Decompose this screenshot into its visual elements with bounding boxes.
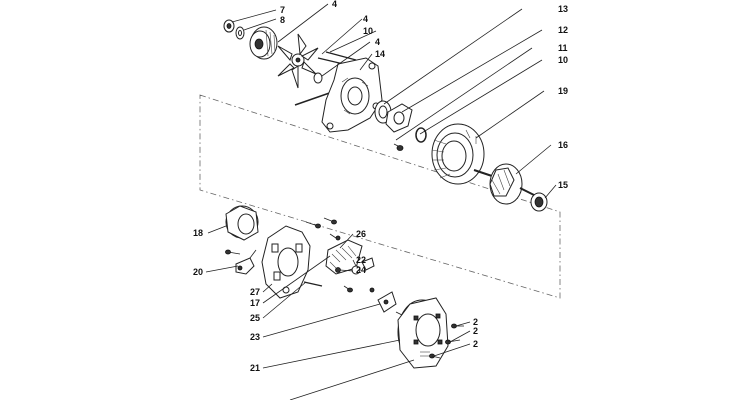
callout-label: 23 [250,332,260,342]
callout-label: 24 [356,265,366,275]
callout-label: 2 [473,339,478,349]
callout-label: 26 [356,229,366,239]
o-ring-part [415,127,427,143]
callout-label: 18 [193,228,203,238]
rear-bearing-part [530,192,548,212]
callout-label: 19 [558,86,568,96]
rear-housing-part [261,225,311,299]
leader-lines [205,3,557,400]
collar-part [225,205,259,241]
terminal-part [235,249,257,275]
nut-part [223,19,235,33]
callout-label: 22 [356,255,366,265]
callout-label: 16 [558,140,568,150]
spacer-ring-part [313,72,323,84]
pulley-part [249,26,278,60]
callout-label: 14 [375,49,385,59]
housing-screws-part [305,217,341,241]
front-housing-part [321,57,383,133]
small-screw-part [393,143,404,151]
stator-part [431,123,485,185]
callout-label: 13 [558,4,568,14]
rotor-part [473,163,537,205]
callout-label: 7 [280,5,285,15]
callout-label: 4 [375,37,380,47]
callout-label: 10 [558,55,568,65]
bolt-part [303,281,323,287]
callout-label: 10 [363,26,373,36]
callout-label: 2 [473,326,478,336]
callout-label: 27 [250,287,260,297]
washer-part [235,26,245,40]
callout-label: 12 [558,25,568,35]
callout-label: 17 [250,298,260,308]
callout-label: 15 [558,180,568,190]
callout-label: 11 [558,43,568,53]
callout-label: 25 [250,313,260,323]
callout-label: 21 [250,363,260,373]
callout-label: 20 [193,267,203,277]
callout-label: 2 [473,317,478,327]
fan-part [277,33,319,89]
rear-cover-part [397,297,449,369]
retainer-plate-part [385,103,413,133]
callout-label: 4 [363,14,368,24]
callout-label: 4 [332,0,337,9]
screw-part [225,249,241,255]
callout-labels: 7 8 4 4 10 4 14 13 12 11 10 19 16 15 18 … [193,0,568,373]
callout-label: 8 [280,15,285,25]
